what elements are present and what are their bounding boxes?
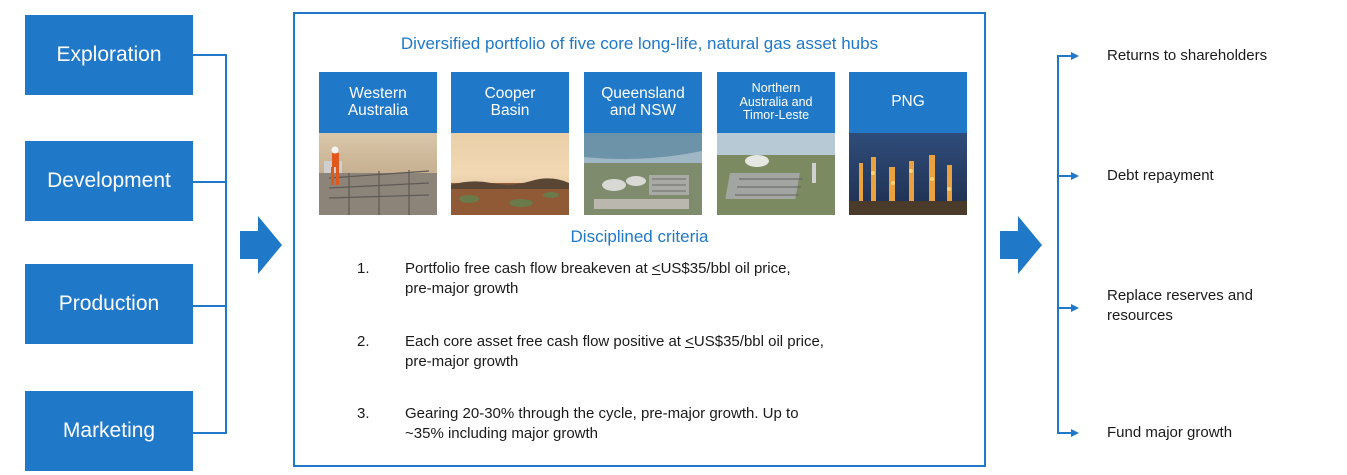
- left-bracket-spine: [225, 54, 227, 434]
- stage-label: Marketing: [62, 419, 156, 442]
- criteria-text-part: ~35% including major growth: [405, 425, 599, 442]
- hub-label-line: PNG: [891, 93, 925, 111]
- arrow-right-icon: [1057, 304, 1079, 312]
- stage-box-production: Production: [25, 264, 193, 344]
- gas-plant-worker-image: [319, 133, 437, 215]
- outcome-replace-reserves: Replace reserves and resources: [1107, 286, 1253, 326]
- left-bracket-tick: [193, 305, 227, 307]
- left-bracket-tick: [193, 432, 227, 434]
- le-symbol: <: [651, 260, 661, 277]
- arrow-right-icon: [1057, 172, 1079, 180]
- left-bracket-tick: [193, 54, 227, 56]
- stage-label: Development: [47, 169, 171, 192]
- hub-label-line: and NSW: [609, 101, 677, 119]
- criteria-text-part: Gearing 20-30% through the cycle, pre-ma…: [405, 405, 799, 422]
- hub-label-line: Australia: [347, 101, 409, 119]
- hub-label-line: Queensland: [601, 84, 685, 102]
- criteria-text-part: pre-major growth: [405, 353, 519, 370]
- criteria-text-part: US$35/bbl oil price,: [660, 260, 791, 277]
- criteria-text: Gearing 20-30% through the cycle, pre-ma…: [405, 404, 945, 444]
- criteria-number: 3.: [357, 405, 370, 422]
- arrow-right-icon: [1057, 52, 1079, 60]
- stage-box-development: Development: [25, 141, 193, 221]
- stage-box-exploration: Exploration: [25, 15, 193, 95]
- flow-arrow-icon: [1000, 216, 1042, 274]
- hub-label: PNG: [849, 72, 967, 133]
- lng-plant-night-image: [849, 133, 967, 215]
- hub-png: PNG: [849, 72, 967, 215]
- criteria-text-part: Portfolio free cash flow breakeven at: [405, 260, 652, 277]
- outcome-debt-repayment: Debt repayment: [1107, 166, 1214, 186]
- panel-title: Diversified portfolio of five core long-…: [400, 34, 879, 53]
- hub-photo: [451, 133, 569, 215]
- flow-arrow-icon: [240, 216, 282, 274]
- lng-facility-image: [717, 133, 835, 215]
- right-bracket-spine: [1057, 56, 1059, 434]
- criteria-text-part: Each core asset free cash flow positive …: [405, 333, 686, 350]
- arrow-right-icon: [1057, 429, 1079, 437]
- outcome-label: resources: [1107, 307, 1173, 324]
- outcome-label: Replace reserves and: [1107, 287, 1253, 304]
- outcome-label: Debt repayment: [1107, 167, 1214, 184]
- hub-label-line: Western: [349, 84, 407, 102]
- hub-label-line: Cooper: [484, 84, 536, 102]
- left-bracket-tick: [193, 181, 227, 183]
- hub-label-line: Timor-Leste: [742, 108, 810, 123]
- hub-label-line: Australia and: [739, 94, 813, 109]
- stage-label: Production: [58, 292, 160, 315]
- outcome-label: Fund major growth: [1107, 424, 1233, 441]
- hub-photo: [717, 133, 835, 215]
- hub-label-line: Northern: [751, 81, 801, 96]
- hub-photo: [584, 133, 702, 215]
- le-symbol: <: [685, 333, 694, 350]
- portfolio-panel: Diversified portfolio of five core long-…: [293, 12, 986, 467]
- criteria-text-part: pre-major growth: [405, 280, 519, 297]
- stage-box-marketing: Marketing: [25, 391, 193, 471]
- outcome-fund-major-growth: Fund major growth: [1107, 423, 1232, 443]
- criteria-text: Each core asset free cash flow positive …: [405, 332, 945, 372]
- outcome-returns-to-shareholders: Returns to shareholders: [1107, 46, 1267, 66]
- criteria-title: Disciplined criteria: [570, 227, 709, 246]
- stage-label: Exploration: [56, 43, 162, 66]
- hub-photo: [319, 133, 437, 215]
- criteria-text-part: US$35/bbl oil price,: [693, 333, 824, 350]
- outback-sunset-image: [451, 133, 569, 215]
- hub-photo: [849, 133, 967, 215]
- criteria-number: 2.: [357, 333, 370, 350]
- criteria-number: 1.: [357, 260, 370, 277]
- hub-label-line: Basin: [490, 101, 530, 119]
- outcome-label: Returns to shareholders: [1107, 47, 1268, 64]
- coastal-lng-plant-image: [584, 133, 702, 215]
- criteria-text: Portfolio free cash flow breakeven at <U…: [405, 259, 945, 299]
